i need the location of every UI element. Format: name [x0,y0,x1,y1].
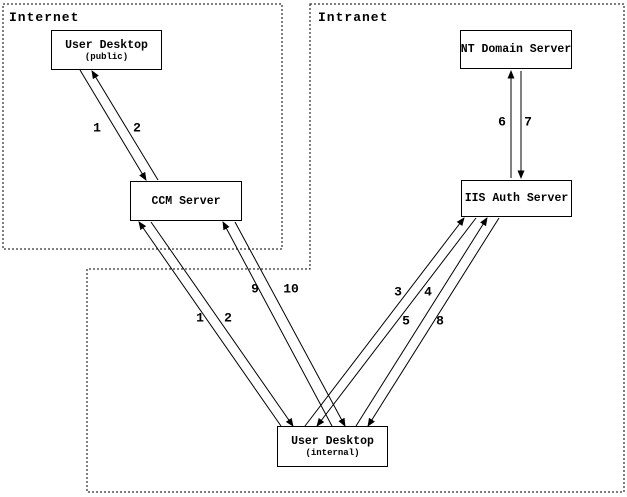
node-subtitle: (internal) [305,448,360,458]
flow-label-5: 5 [402,313,410,329]
arrow-3-internal-to-iis [304,217,465,427]
arrow-10-ccm-to-internal [234,221,346,427]
arrow-9-internal-to-ccm [222,221,333,427]
node-user-desktop-public: User Desktop (public) [51,30,162,70]
node-title: User Desktop [291,435,374,448]
arrow-1-internal-to-ccm [138,221,282,427]
arrow-5-internal-to-iis [355,217,488,427]
arrow-2-ccm-to-internal [150,221,294,427]
intranet-region-label: Intranet [318,10,389,25]
flow-label-8: 8 [436,313,444,329]
flow-label-1-internal: 1 [196,310,204,326]
arrow-4-iis-to-internal [316,217,477,427]
flow-label-2-internal: 2 [224,310,232,326]
flow-label-10: 10 [283,281,299,297]
node-title: NT Domain Server [460,43,572,56]
node-nt-domain-server: NT Domain Server [460,30,572,69]
node-ccm-server: CCM Server [130,181,242,221]
node-subtitle: (public) [84,51,129,62]
flow-label-4: 4 [424,284,432,300]
node-iis-auth-server: IIS Auth Server [461,180,572,217]
arrow-8-iis-to-internal [367,217,500,427]
flow-label-6: 6 [498,114,506,130]
node-user-desktop-internal: User Desktop (internal) [277,426,388,467]
flow-label-7: 7 [524,114,532,130]
flow-label-1-public: 1 [93,120,101,136]
node-title: CCM Server [151,194,221,208]
node-title: IIS Auth Server [464,192,569,205]
flow-label-3: 3 [394,284,402,300]
arrow-1-public-to-ccm [79,69,147,181]
arrow-2-ccm-to-public [91,70,159,181]
node-title: User Desktop [65,38,148,52]
internet-region-outline [2,3,283,250]
intranet-region-outline [86,3,625,493]
flow-label-9: 9 [251,281,259,297]
flow-label-2-public: 2 [133,120,141,136]
internet-region-label: Internet [9,10,80,25]
